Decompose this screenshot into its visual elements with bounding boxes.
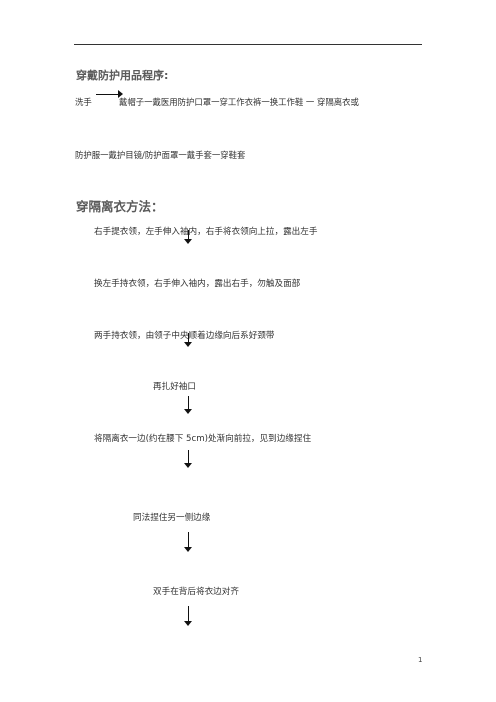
gown-step-6: 同法捏住另一侧边缘: [133, 513, 211, 523]
right-arrow-icon: [96, 90, 123, 98]
down-arrow-icon: [184, 606, 192, 626]
wear-procedure-start: 洗手: [75, 97, 92, 107]
gown-step-3: 两手持衣领，由领子中央顺着边缘向后系好颈带: [94, 331, 275, 341]
gown-step-4: 再扎好袖口: [153, 382, 196, 392]
section-title-wear-ppe: 穿戴防护用品程序:: [76, 69, 169, 82]
gown-step-7: 双手在背后将衣边对齐: [153, 587, 239, 597]
wear-procedure-line2: 防护服一戴护目镜/防护面罩一戴手套一穿鞋套: [75, 150, 246, 160]
gown-step-1: 右手提衣领，左手伸入袖内，右手将衣领向上拉，露出左手: [94, 227, 318, 237]
down-arrow-icon: [184, 450, 192, 468]
down-arrow-icon: [184, 230, 192, 244]
down-arrow-icon: [184, 333, 192, 347]
gown-step-2: 换左手持衣领，右手伸入袖内，露出右手，勿触及面部: [94, 279, 301, 289]
section-title-gown-method: 穿隔离衣方法：: [76, 199, 164, 214]
wear-procedure-line1: 戴帽子一戴医用防护口罩一穿工作衣裤一换工作鞋 一 穿隔离衣或: [119, 97, 359, 107]
header-rule: [74, 44, 422, 45]
down-arrow-icon: [184, 396, 192, 414]
gown-step-5: 将隔离衣一边(约在腰下 5cm)处渐向前拉，见到边缘捏住: [94, 434, 312, 444]
page-number: 1: [418, 656, 423, 664]
down-arrow-icon: [184, 532, 192, 552]
